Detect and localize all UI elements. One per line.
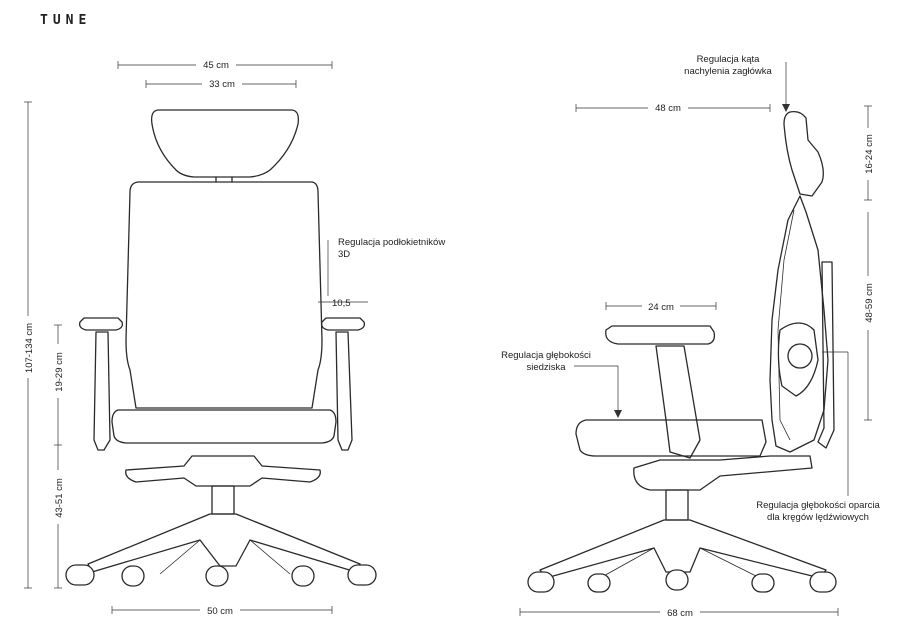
front-armrest-post-right — [335, 331, 353, 451]
side-base-leg-left — [599, 547, 655, 579]
label-armrest-adjust-2: 3D — [338, 249, 350, 260]
side-seat — [575, 419, 767, 457]
label-armrest-depth: 24 cm — [648, 302, 674, 313]
label-back-height: 48-59 cm — [864, 283, 875, 323]
label-base-width: 50 cm — [207, 606, 233, 617]
side-armrest — [605, 325, 716, 345]
side-lumbar-knob — [787, 343, 813, 369]
label-armrest-adjust-1: Regulacja podłokietników — [338, 237, 445, 248]
label-seat-height: 43-51 cm — [54, 478, 65, 518]
label-height-total: 107-134 cm — [24, 323, 35, 373]
label-headrest-angle-1: Regulacja kąta — [697, 54, 761, 65]
front-caster-2 — [121, 565, 145, 587]
side-view: Regulacja kąta nachylenia zagłówka 48 cm… — [501, 54, 880, 619]
label-lumbar-1: Regulacja głębokości oparcia — [756, 500, 880, 511]
front-base — [87, 513, 361, 573]
front-caster-3 — [205, 565, 229, 587]
label-front-width-back: 33 cm — [209, 79, 235, 90]
side-mechanism — [633, 455, 813, 491]
front-base-leg-right — [249, 539, 291, 575]
dim-seat-depth-pointer — [574, 365, 619, 414]
side-backrest-inner — [777, 209, 795, 441]
side-caster-4 — [751, 573, 775, 593]
front-seat — [111, 409, 337, 444]
label-seat-depth-1: Regulacja głębokości — [501, 350, 591, 361]
label-depth-top: 48 cm — [655, 103, 681, 114]
front-armrest-right — [320, 317, 366, 331]
front-armrest-left — [78, 317, 124, 331]
side-caster-2 — [587, 573, 611, 593]
front-view: 45 cm 33 cm Regulacja podłokietników 3D … — [20, 58, 445, 617]
brand-title: TUNE — [40, 13, 91, 28]
front-backrest — [125, 181, 323, 409]
side-base-leg-right — [699, 547, 761, 579]
front-base-leg-left — [159, 539, 201, 575]
front-mechanism — [125, 455, 321, 487]
side-backrest — [769, 195, 829, 453]
label-base-depth: 68 cm — [667, 608, 693, 619]
label-armrest-width: 10,5 — [332, 298, 351, 309]
side-armrest-post — [655, 345, 701, 459]
front-caster-5 — [347, 564, 377, 586]
label-seat-depth-2: siedziska — [526, 362, 566, 373]
front-gas-lift — [211, 485, 235, 515]
label-lumbar-2: dla kręgów lędźwiowych — [767, 512, 869, 523]
side-base — [539, 519, 827, 579]
front-armrest-post-left — [93, 331, 111, 451]
side-headrest — [783, 110, 824, 197]
front-headrest — [150, 109, 300, 178]
side-gas-lift — [665, 489, 689, 521]
side-lumbar-support — [777, 322, 819, 397]
front-caster-1 — [65, 564, 95, 586]
label-headrest-range: 16-24 cm — [864, 134, 875, 174]
side-caster-1 — [527, 571, 555, 593]
label-headrest-angle-2: nachylenia zagłówka — [684, 66, 772, 77]
label-armrest-height: 19-29 cm — [54, 352, 65, 392]
side-caster-3 — [665, 569, 689, 591]
label-front-width-total: 45 cm — [203, 60, 229, 71]
side-rear-bar — [817, 261, 835, 449]
front-caster-4 — [291, 565, 315, 587]
side-caster-5 — [809, 571, 837, 593]
